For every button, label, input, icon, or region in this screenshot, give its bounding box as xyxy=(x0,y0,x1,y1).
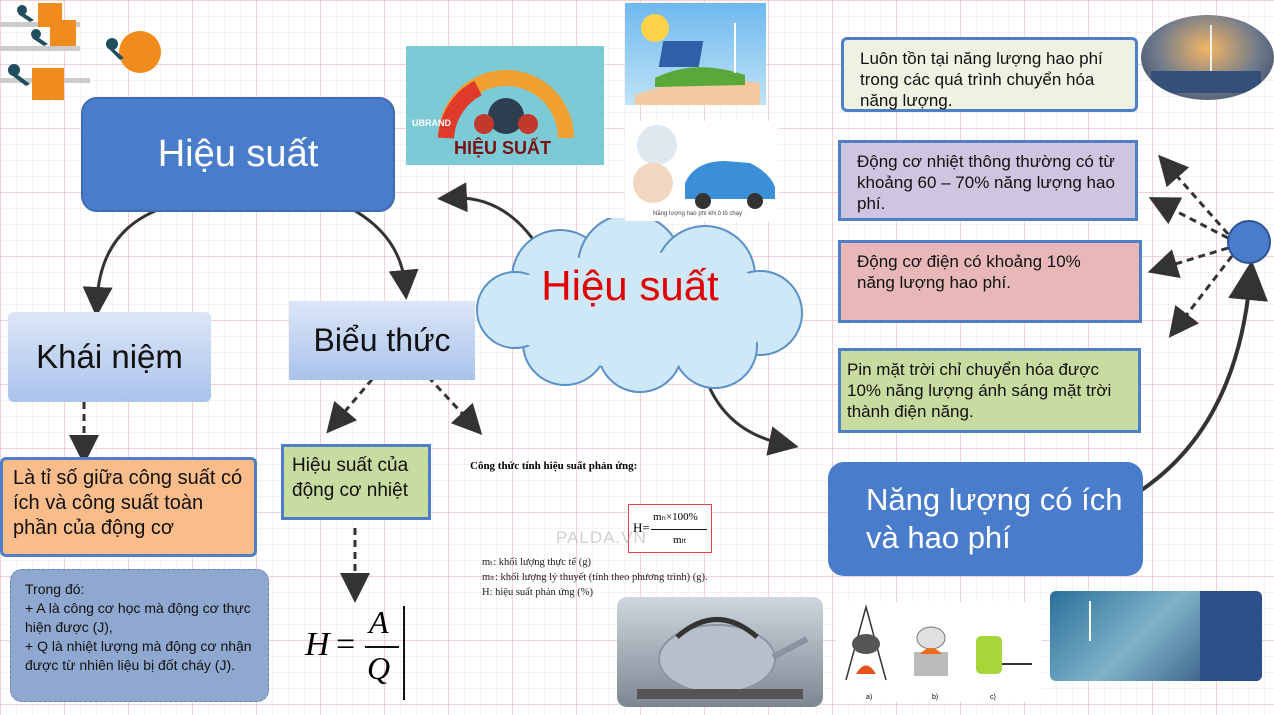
center-title: Hiệu suất xyxy=(541,262,719,309)
reaction-denominator: mₗₜ xyxy=(673,534,687,546)
note-line-1: Trong đó: xyxy=(25,581,85,597)
dashed-node-1 xyxy=(1158,154,1230,235)
reaction-line-1: mₜ: khối lượng thực tế (g) xyxy=(482,557,591,568)
fig-label-a: a) xyxy=(866,694,873,701)
dashed-node-4 xyxy=(1168,255,1234,338)
formula-denominator: Q xyxy=(367,650,391,686)
car-caption: Năng lượng hao phí khi ô tô chạy xyxy=(653,211,743,217)
fact-box-4: Pin mặt trời chỉ chuyển hóa được 10% năn… xyxy=(838,348,1141,433)
reaction-h: H= xyxy=(633,520,650,535)
reaction-line-3: H: hiệu suất phản ứng (%) xyxy=(482,587,593,598)
fig-label-c: c) xyxy=(990,694,996,701)
reaction-fraction-bar xyxy=(651,529,707,530)
heating-examples-image: a) b) c) xyxy=(836,602,1042,702)
fact-box-2: Động cơ nhiệt thông thường có từ khoảng … xyxy=(838,140,1138,221)
arrow-title-to-concept xyxy=(82,206,164,317)
wind-solar-oval-image xyxy=(1141,15,1274,100)
concept-box: Khái niệm xyxy=(8,312,211,402)
expression-box: Biểu thức xyxy=(289,301,475,380)
dashed-node-2 xyxy=(1148,197,1229,240)
reaction-formula-title: Công thức tính hiệu suất phản ứng: xyxy=(470,460,638,472)
arrow-title-to-expression xyxy=(337,200,419,300)
formula-bar xyxy=(403,606,405,700)
kettle-on-stove-image xyxy=(617,597,823,707)
car-energy-image: Năng lượng hao phí khi ô tô chạy xyxy=(625,121,779,221)
arrow-energy-to-node xyxy=(1121,260,1269,504)
efficiency-banner-image: UBRAND HIỆU SUẤT xyxy=(406,46,604,165)
hub-node xyxy=(1227,220,1271,264)
reaction-numerator: mₙ×100% xyxy=(653,511,698,523)
note-box: Trong đó: + A là công cơ học mà động cơ … xyxy=(10,569,269,702)
dashed-node-3 xyxy=(1147,246,1229,279)
fraction-bar xyxy=(365,646,399,648)
title-box: Hiệu suất xyxy=(81,97,395,212)
reaction-legend: mₜ: khối lượng thực tế (g) mₗₜ: khối lượ… xyxy=(482,555,708,600)
definition-box: Là tỉ số giữa công suất có ích và công s… xyxy=(0,457,257,557)
watermark: PALDA.VN xyxy=(556,528,647,547)
note-line-3: + Q là nhiệt lượng mà động cơ nhận được … xyxy=(25,638,252,673)
fig-label-b: b) xyxy=(932,694,939,701)
cloud-shape xyxy=(476,218,803,393)
fact-box-3: Động cơ điện có khoảng 10% năng lượng ha… xyxy=(838,240,1142,323)
heat-engine-box: Hiệu suất của động cơ nhiệt xyxy=(281,444,431,520)
solar-hand-image xyxy=(625,3,766,105)
note-line-2: + A là công cơ học mà động cơ thực hiện … xyxy=(25,600,251,635)
runners-pushing-blocks-image xyxy=(0,3,161,100)
formula-equals: = xyxy=(336,626,356,663)
reaction-formula-box: H= mₙ×100% mₗₜ xyxy=(628,504,712,553)
formula-numerator: A xyxy=(369,604,389,640)
banner-brand: UBRAND xyxy=(412,118,451,128)
fact-box-1: Luôn tồn tại năng lượng hao phí trong cá… xyxy=(841,37,1138,112)
banner-title: HIỆU SUẤT xyxy=(454,138,552,158)
formula-lhs: H xyxy=(305,626,330,663)
reaction-line-2: mₗₜ: khối lượng lý thuyết (tính theo phư… xyxy=(482,572,708,583)
useful-energy-box: Năng lượng có ích và hao phí xyxy=(828,462,1143,576)
wind-farm-solar-image xyxy=(1050,591,1262,681)
